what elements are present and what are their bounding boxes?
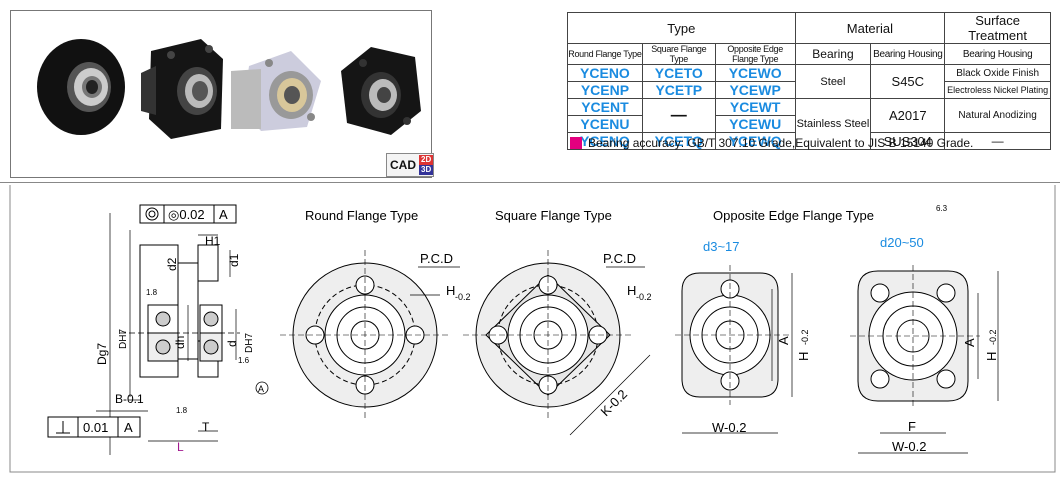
- cad-badge[interactable]: CAD 2D 3D: [386, 153, 435, 177]
- surface-black-oxide: Black Oxide Finish: [944, 64, 1051, 82]
- surface-header: Surface Treatment: [944, 12, 1051, 44]
- perp-value: 0.01: [83, 420, 108, 435]
- roughness-1-8-a: 1.8: [146, 288, 158, 297]
- large-f-label: F: [908, 419, 916, 434]
- concentricity-frame: ◎0.02 A: [139, 204, 237, 224]
- code-cell: YCEWT: [714, 98, 796, 116]
- code-cell: YCENQ: [567, 132, 643, 150]
- datum-a-label: A: [219, 207, 228, 222]
- surface-natural-anodizing: Natural Anodizing: [944, 98, 1051, 133]
- round-h-tol: -0.2: [455, 292, 471, 302]
- small-h-tol: -0.2: [800, 329, 810, 345]
- l-label: L: [177, 440, 184, 454]
- round-pcd-label: P.C.D: [420, 251, 453, 266]
- roughness-6-3: 6.3: [936, 204, 948, 213]
- d3-17-label: d3~17: [703, 239, 740, 254]
- small-h-label: H: [796, 352, 811, 361]
- code-cell: YCEWP: [714, 81, 796, 99]
- bearing-accuracy-note: Bearing accuracy: GB/T 307.10 Grade,Equi…: [570, 136, 973, 150]
- cad-3d: 3D: [419, 165, 434, 175]
- code-cell: YCETP: [641, 81, 716, 99]
- square-h-label: H: [627, 283, 636, 298]
- square-flange-photo: [141, 39, 223, 139]
- dh7-outer-label: DH7: [118, 329, 129, 349]
- d-label: d: [225, 340, 239, 347]
- bearing-material-stainless: Stainless Steel: [794, 98, 872, 150]
- d20-50-label: d20~50: [880, 235, 924, 250]
- code-cell: YCENP: [567, 81, 643, 99]
- opposite-flange-photo: [341, 47, 421, 135]
- large-a-label: A: [962, 338, 977, 347]
- round-subheader: Round Flange Type: [567, 43, 643, 65]
- perpendicularity-frame: 0.01 A: [47, 416, 141, 438]
- square-title: Square Flange Type: [495, 208, 612, 223]
- dh7-label: DH7: [244, 333, 255, 353]
- round-h-label: H: [446, 283, 455, 298]
- cad-label: CAD: [390, 158, 416, 172]
- code-cell: YCEWO: [714, 64, 796, 82]
- code-cell: YCEWU: [714, 115, 796, 133]
- round-flange-view: [280, 250, 460, 420]
- surface-none: —: [944, 132, 1051, 150]
- d1-label: d1: [227, 253, 241, 267]
- code-cell: YCETO: [641, 64, 716, 82]
- section-view: [96, 213, 269, 455]
- concentricity-value: ◎0.02: [168, 207, 205, 222]
- square-na-cell: —: [641, 98, 716, 133]
- square-flange-view: [463, 250, 651, 436]
- bearing-subheader: Bearing: [794, 43, 872, 65]
- roughness-1-8-b: 1.8: [176, 406, 188, 415]
- small-w-label: W-0.2: [712, 420, 746, 435]
- housing-material-s45c: S45C: [870, 64, 946, 99]
- t-label: T: [202, 420, 210, 434]
- code-cell: YCENT: [567, 98, 643, 116]
- b-label: B-0.1: [115, 392, 144, 406]
- code-cell: YCENU: [567, 115, 643, 133]
- large-w-label: W-0.2: [892, 439, 926, 454]
- square-pcd-label: P.C.D: [603, 251, 636, 266]
- square-k-label: K-0.2: [598, 387, 631, 420]
- opposite-view-large: [850, 265, 999, 454]
- bearing-material-steel: Steel: [794, 64, 872, 99]
- divider: [0, 182, 1060, 183]
- round-title: Round Flange Type: [305, 208, 418, 223]
- product-photo-panel: [10, 10, 432, 178]
- spec-table: Type Material Surface Treatment Round Fl…: [567, 12, 1051, 150]
- round-flange-photo: [37, 39, 125, 135]
- small-a-label: A: [776, 336, 791, 345]
- roughness-1-6: 1.6: [238, 356, 250, 365]
- cad-dims: 2D 3D: [419, 155, 434, 175]
- dh-label: dh: [173, 336, 187, 349]
- code-cell: YCEWQ: [714, 132, 796, 150]
- opposite-title: Opposite Edge Flange Type: [713, 208, 874, 223]
- square-subheader: Square Flange Type: [641, 43, 716, 65]
- technical-drawings: ◎0.02 A 0.01 A H1 d1 d2 dh d DH7 Dg7 DH7…: [9, 185, 1056, 473]
- material-header: Material: [794, 12, 946, 44]
- note-text: Bearing accuracy: GB/T 307.10 Grade,Equi…: [588, 136, 974, 150]
- code-cell: YCETQ: [641, 132, 716, 150]
- surface-electroless-nickel: Electroless Nickel Plating: [944, 81, 1051, 99]
- dg7-label: Dg7: [95, 343, 109, 365]
- code-cell: YCENO: [567, 64, 643, 82]
- datum-a-circle-label: A: [258, 384, 264, 394]
- datum-a-label: A: [124, 420, 133, 435]
- drawing-frame: [9, 185, 1056, 473]
- large-h-tol: -0.2: [988, 329, 998, 345]
- pink-marker: [570, 137, 582, 149]
- opposite-subheader: Opposite Edge Flange Type: [714, 43, 796, 65]
- surface-housing-subheader: Bearing Housing: [944, 43, 1051, 65]
- housing-material-sus304: SUS304: [870, 132, 946, 150]
- large-h-label: H: [984, 352, 999, 361]
- square-h-tol: -0.2: [636, 292, 652, 302]
- silver-flange-photo: [231, 51, 321, 131]
- housing-subheader: Bearing Housing: [870, 43, 946, 65]
- product-photos: [37, 39, 421, 139]
- housing-material-a2017: A2017: [870, 98, 946, 133]
- type-header: Type: [567, 12, 796, 44]
- section-labels: H1 d1 d2 dh d DH7 Dg7 DH7 B-0.1 T L A 1.…: [95, 234, 264, 454]
- h1-label: H1: [205, 234, 221, 248]
- opposite-view-small: [675, 265, 793, 434]
- d2-label: d2: [165, 257, 179, 271]
- cad-2d: 2D: [419, 155, 434, 165]
